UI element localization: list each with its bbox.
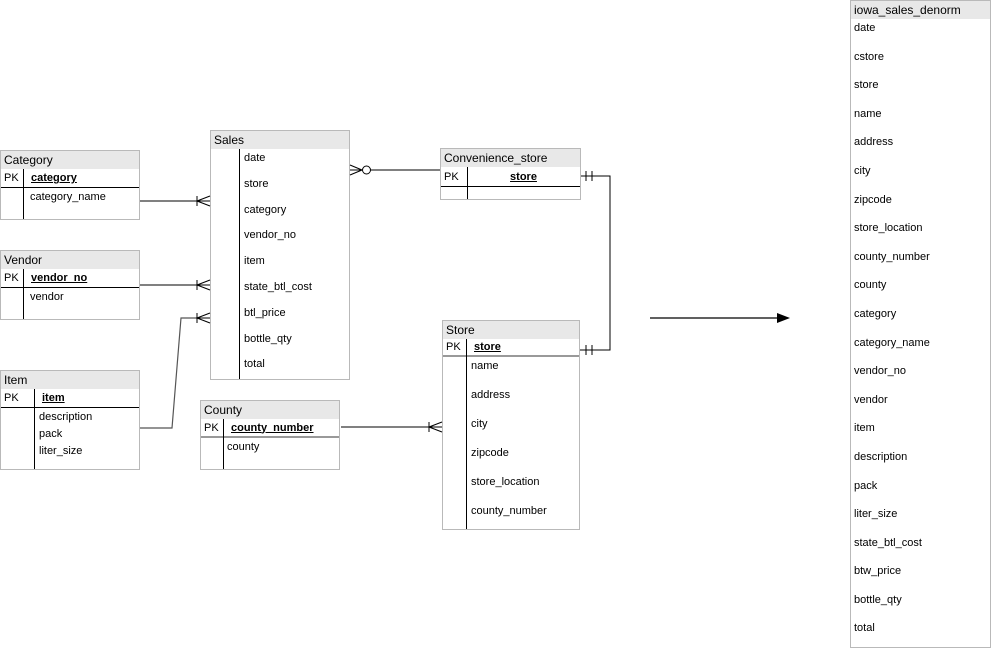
pk-field-county-number: county_number <box>231 421 314 434</box>
entity-iowa-sales-denorm-title: iowa_sales_denorm <box>851 1 990 19</box>
field-row: county_number <box>854 250 930 263</box>
field-row: vendor_no <box>244 229 296 242</box>
pk-label: PK <box>4 272 19 284</box>
field-row: bottle_qty <box>244 332 292 345</box>
connector-item-sales-marker <box>196 312 211 324</box>
field-row: store <box>244 177 269 190</box>
entity-county[interactable]: County PK county_number county <box>200 400 340 470</box>
pk-label: PK <box>446 341 461 353</box>
field-row: category <box>244 203 287 216</box>
field-row: pack <box>39 428 63 440</box>
field-row: category_name <box>854 336 930 349</box>
pk-divider <box>223 419 224 469</box>
field-row: btl_price <box>244 306 286 319</box>
connector-sales-cstore-crowfoot <box>349 164 363 176</box>
entity-store-title: Store <box>443 321 579 339</box>
entity-store[interactable]: Store PK store name address city zipcode sto… <box>442 320 580 530</box>
field-row: county_number <box>471 505 547 517</box>
field-row: name <box>854 107 882 120</box>
field-row: name <box>471 360 499 372</box>
field-row: store <box>854 79 879 92</box>
pk-field-item: item <box>42 392 65 404</box>
entity-convenience-store-title: Convenience_store <box>441 149 580 167</box>
field-row: county <box>227 441 260 453</box>
field-row: zipcode <box>854 193 892 206</box>
entity-category-title: Category <box>1 151 139 169</box>
pk-divider <box>23 169 24 219</box>
field-row: item <box>244 255 265 268</box>
pk-divider <box>467 167 468 199</box>
connector-sales-cstore-circle <box>362 165 371 175</box>
entity-county-title: County <box>201 401 339 419</box>
field-row: liter_size <box>854 508 898 521</box>
pk-field-category: category <box>31 172 77 184</box>
pk-divider <box>239 149 240 379</box>
connector-item-sales-line[interactable] <box>140 317 196 429</box>
field-row: description <box>39 411 93 423</box>
entity-sales-title: Sales <box>211 131 349 149</box>
fields-county: county <box>223 438 339 458</box>
field-row: city <box>854 164 871 177</box>
field-row: total <box>244 358 265 371</box>
field-row: total <box>854 622 875 635</box>
entity-vendor-title: Vendor <box>1 251 139 269</box>
field-row: state_btl_cost <box>854 536 922 549</box>
pk-label: PK <box>4 392 19 404</box>
pk-field-vendor-no: vendor_no <box>31 272 88 284</box>
fields-vendor: vendor <box>23 288 139 308</box>
pk-divider <box>34 389 35 469</box>
fields-category: category_name <box>23 188 139 208</box>
pk-divider <box>466 339 467 529</box>
entity-item-title: Item <box>1 371 139 389</box>
pk-field-store: store <box>474 341 501 353</box>
field-row: bottle_qty <box>854 593 902 606</box>
field-row: address <box>471 389 511 401</box>
pk-field-store: store <box>510 170 537 183</box>
connector-cstore-store-line[interactable] <box>580 175 611 351</box>
connector-county-store[interactable] <box>341 421 443 433</box>
pk-label: PK <box>204 421 219 434</box>
entity-iowa-sales-denorm[interactable]: iowa_sales_denorm date cstore store name add… <box>850 0 991 648</box>
field-row: state_btl_cost <box>244 280 312 293</box>
field-row: store_location <box>854 222 923 235</box>
field-row: vendor <box>30 291 64 303</box>
field-row: date <box>244 152 266 164</box>
field-row: liter_size <box>39 445 83 457</box>
field-row: description <box>854 450 908 463</box>
field-row: pack <box>854 479 878 492</box>
field-row: item <box>854 422 875 435</box>
entity-category[interactable]: Category PK category category_name <box>0 150 140 220</box>
field-row: city <box>471 418 488 430</box>
field-row: vendor_no <box>854 365 906 378</box>
connector-cstore-store-ticks <box>585 171 593 355</box>
pk-label: PK <box>4 172 19 184</box>
field-row: btw_price <box>854 565 902 578</box>
field-row: county <box>854 279 887 292</box>
denorm-arrow-head <box>777 313 790 323</box>
field-row: vendor <box>854 393 888 406</box>
pk-divider <box>23 269 24 319</box>
field-row: zipcode <box>471 447 509 459</box>
field-row: address <box>854 136 894 149</box>
entity-item[interactable]: Item PK item description pack liter_size <box>0 370 140 470</box>
field-row: cstore <box>854 50 884 63</box>
connector-category-sales[interactable] <box>140 195 211 207</box>
field-row: store_location <box>471 476 540 488</box>
entity-vendor[interactable]: Vendor PK vendor_no vendor <box>0 250 140 320</box>
fields-item: description pack liter_size <box>34 408 139 459</box>
entity-convenience-store[interactable]: Convenience_store PK store <box>440 148 581 200</box>
connector-vendor-sales[interactable] <box>140 279 211 291</box>
pk-label: PK <box>444 170 459 183</box>
field-row: category <box>854 307 897 320</box>
fields-iowa-sales-denorm: date cstore store name address city zipcode sto… <box>851 19 990 648</box>
field-row: category_name <box>30 191 106 203</box>
field-row: date <box>854 22 876 34</box>
